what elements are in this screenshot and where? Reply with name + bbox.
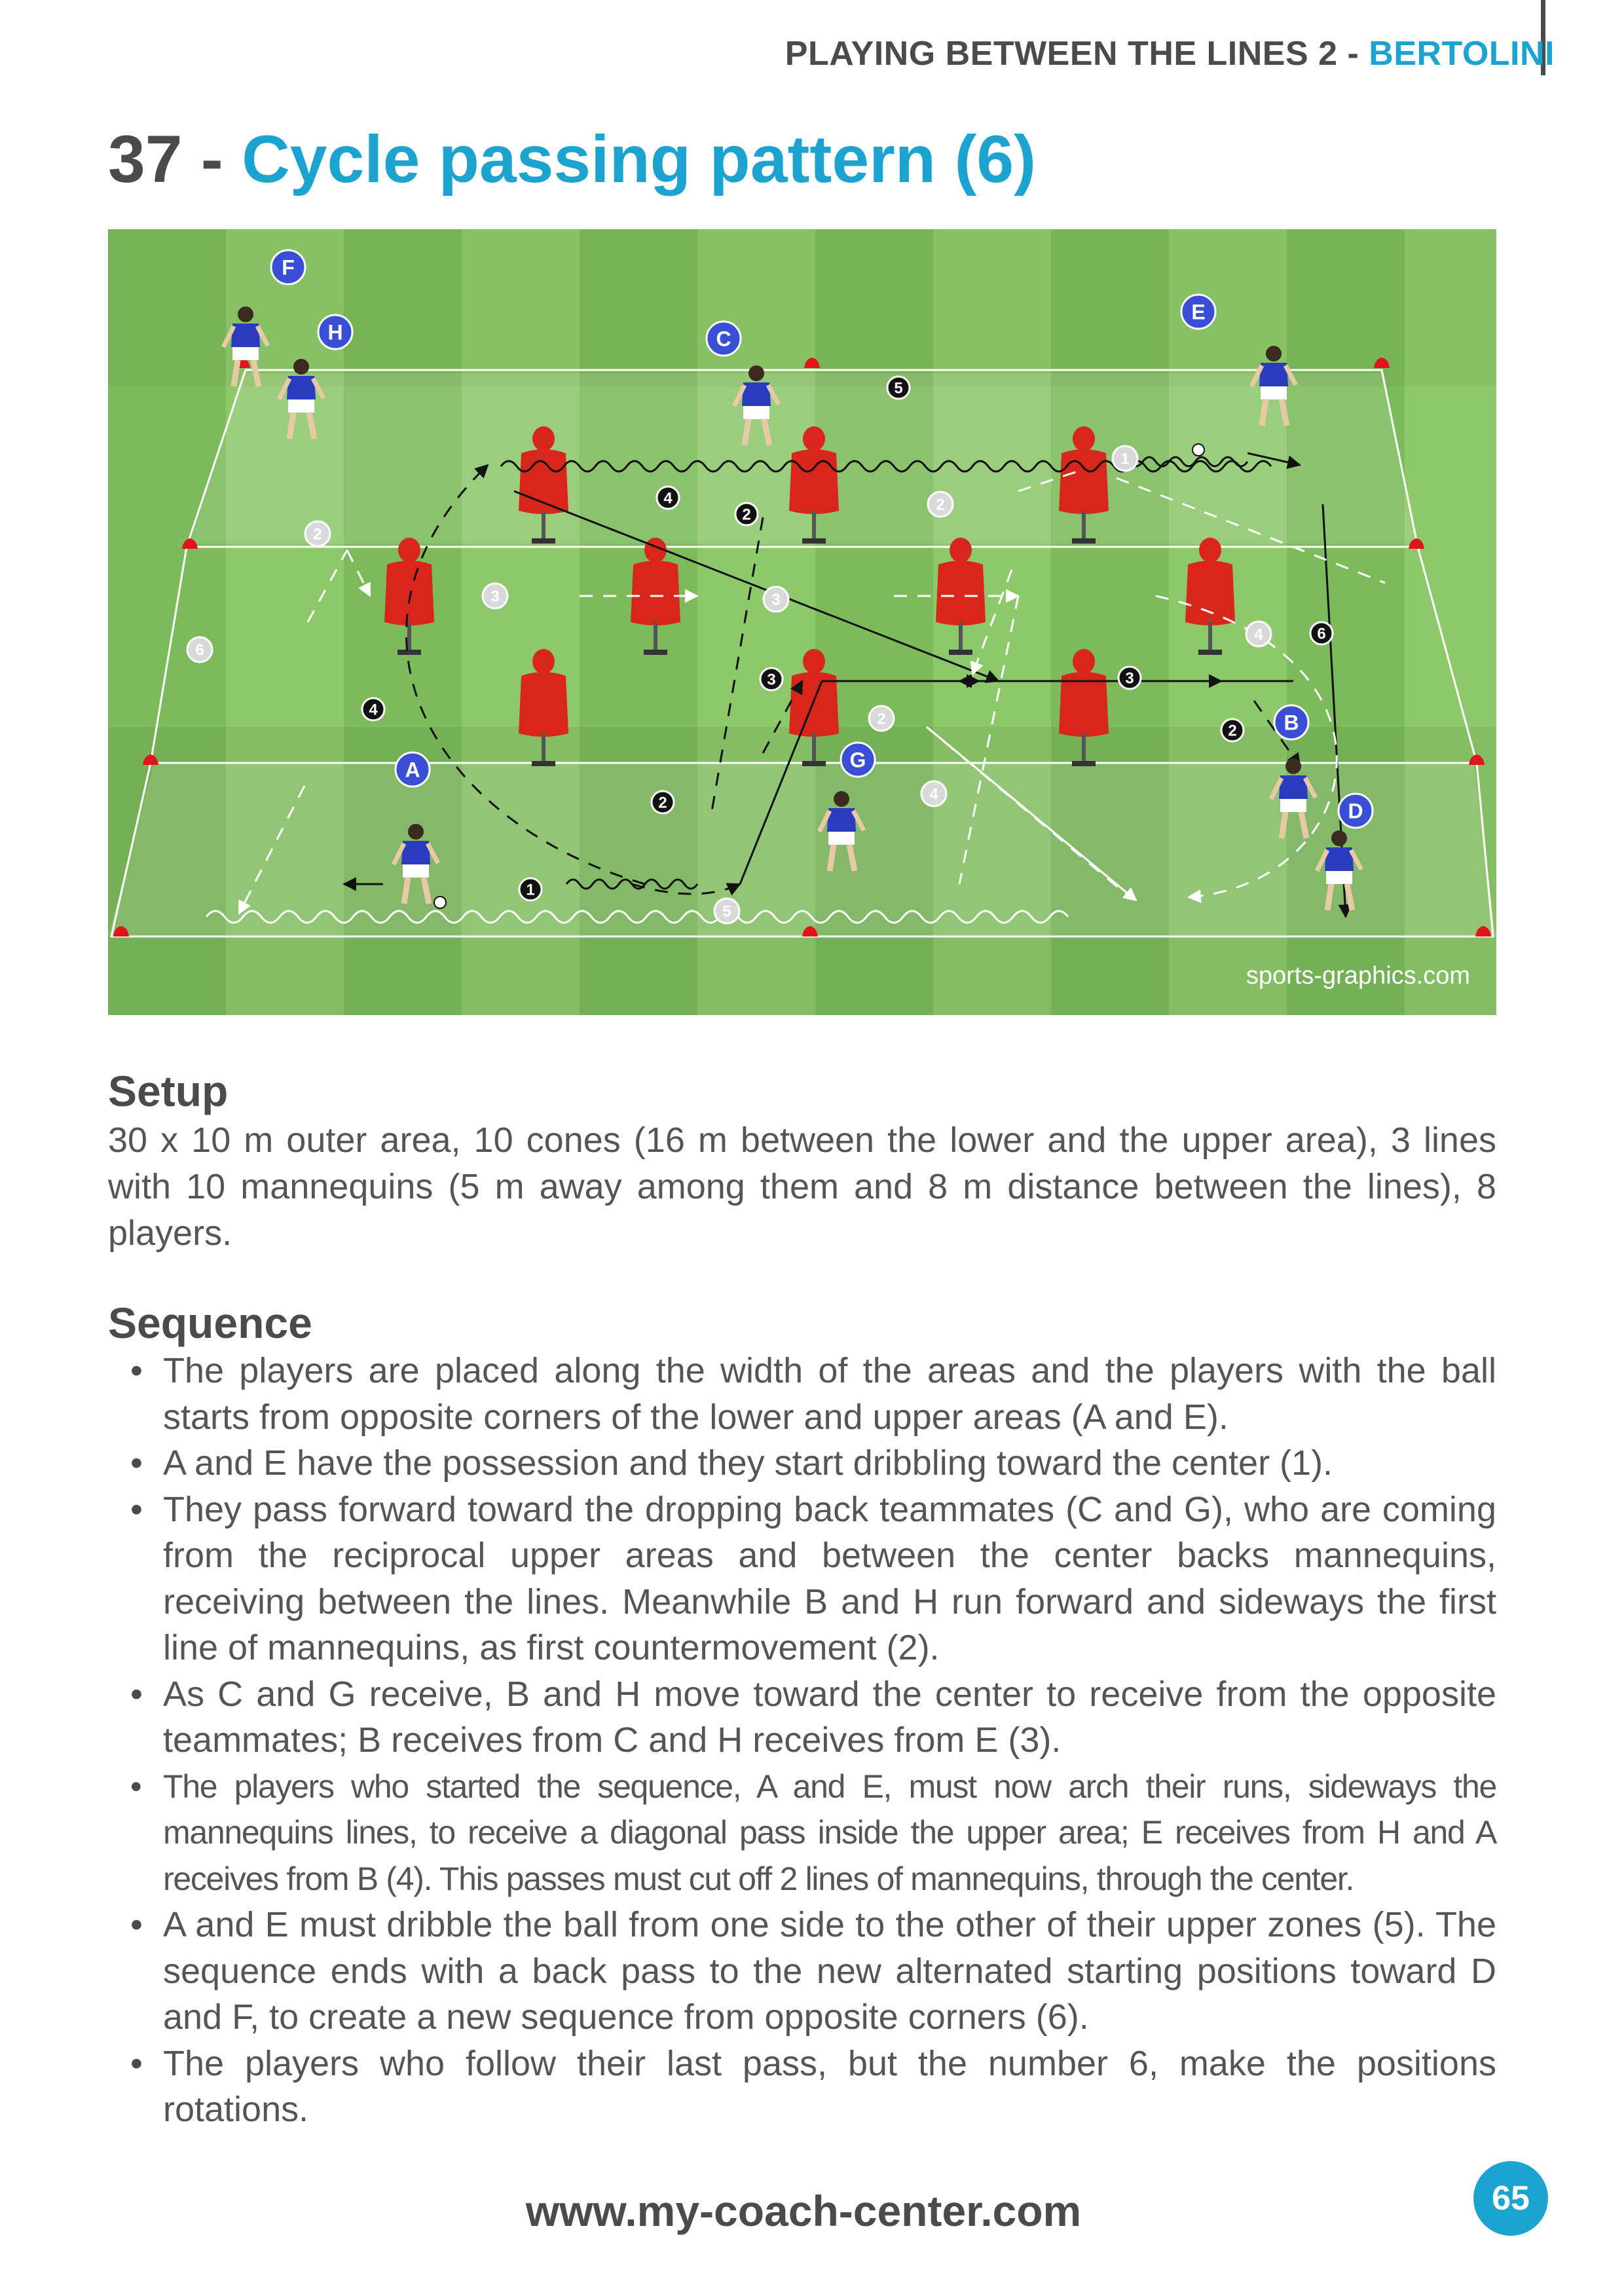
step-number: 5: [886, 375, 911, 400]
svg-text:1: 1: [526, 881, 534, 899]
svg-text:4: 4: [929, 786, 938, 804]
svg-text:2: 2: [877, 711, 885, 728]
step-number-return: 4: [920, 780, 948, 807]
svg-text:F: F: [282, 256, 295, 280]
player-label: A: [394, 751, 431, 788]
step-number-return: 3: [762, 585, 790, 613]
list-item: As C and G receive, B and H move toward …: [108, 1671, 1496, 1764]
list-item: A and E have the possession and they sta…: [108, 1440, 1496, 1487]
svg-text:G: G: [850, 749, 866, 772]
svg-text:3: 3: [767, 671, 775, 689]
player-labels: F H C E A G B D: [270, 249, 1374, 829]
step-number: 2: [1220, 718, 1245, 743]
step-number-return: 5: [713, 897, 741, 925]
sequence-numbers: 5 4 2 6 3 3 4 2 2 1: [361, 375, 1334, 902]
svg-text:4: 4: [1254, 626, 1263, 644]
step-number: 4: [361, 697, 386, 722]
svg-text:5: 5: [894, 380, 902, 398]
step-number-return: 2: [927, 491, 954, 518]
svg-text:H: H: [327, 321, 342, 344]
svg-text:5: 5: [722, 903, 731, 921]
setup-heading: Setup: [108, 1067, 229, 1115]
step-number-return: 1: [1111, 445, 1139, 472]
svg-text:1: 1: [1120, 451, 1129, 468]
step-number: 2: [650, 790, 675, 815]
setup-text: 30 x 10 m outer area, 10 cones (16 m bet…: [108, 1120, 1496, 1253]
grass-stripes: [108, 229, 1405, 1015]
player-label: B: [1273, 704, 1310, 741]
player-label: G: [840, 741, 876, 778]
svg-text:2: 2: [1228, 722, 1236, 740]
list-item: The players who follow their last pass, …: [108, 2041, 1496, 2133]
svg-text:A: A: [405, 758, 420, 782]
drill-number: 37 -: [108, 122, 242, 196]
svg-text:6: 6: [195, 642, 204, 659]
header-author: BERTOLINI: [1369, 35, 1555, 73]
drill-name: Cycle passing pattern (6): [242, 122, 1037, 196]
drill-diagram: F H C E A G B D 5 4 2 6 3 3 4 2 2 1 1 2 2 3 3 6 4 2 4 5 sports-gr…: [108, 229, 1496, 1015]
player-label: E: [1180, 293, 1217, 330]
svg-text:4: 4: [663, 490, 673, 508]
svg-text:3: 3: [490, 588, 499, 606]
step-number-return: 3: [481, 582, 509, 610]
footer-url[interactable]: www.my-coach-center.com: [525, 2187, 1082, 2235]
svg-text:C: C: [716, 327, 731, 351]
svg-text:3: 3: [771, 591, 780, 609]
header-rule: [1541, 0, 1545, 75]
svg-text:6: 6: [1317, 625, 1325, 643]
step-number: 2: [734, 502, 759, 527]
svg-text:E: E: [1191, 301, 1205, 324]
step-number: 3: [759, 667, 784, 692]
svg-text:4: 4: [369, 701, 378, 719]
player-label: F: [270, 249, 306, 286]
list-item: The players who started the sequence, A …: [108, 1764, 1497, 1902]
step-number-return: 6: [186, 636, 213, 663]
sequence-numbers-secondary: 1 2 2 3 3 6 4 2 4 5: [186, 445, 1272, 925]
sequence-heading: Sequence: [108, 1299, 312, 1347]
svg-text:2: 2: [658, 794, 667, 812]
player-label: H: [317, 314, 354, 350]
svg-text:D: D: [1348, 800, 1363, 823]
player-label: C: [705, 320, 742, 357]
svg-text:2: 2: [742, 506, 750, 524]
svg-text:2: 2: [313, 526, 322, 544]
step-number: 1: [518, 877, 543, 902]
page-number: 65: [1492, 2179, 1530, 2217]
list-item: They pass forward toward the dropping ba…: [108, 1487, 1496, 1671]
page-title: 37 - Cycle passing pattern (6): [108, 121, 1036, 198]
svg-text:2: 2: [936, 496, 944, 514]
sequence-list: The players are placed along the width o…: [108, 1348, 1497, 2133]
svg-text:B: B: [1284, 711, 1299, 735]
header-book: PLAYING BETWEEN THE LINES 2 -: [785, 35, 1369, 73]
player-label: D: [1337, 792, 1374, 829]
page-number-badge: 65: [1473, 2161, 1548, 2236]
step-number: 6: [1309, 621, 1334, 646]
list-item: A and E must dribble the ball from one s…: [108, 1902, 1496, 2041]
step-number: 4: [656, 485, 680, 510]
step-number-return: 2: [868, 705, 895, 732]
list-item: The players are placed along the width o…: [108, 1348, 1496, 1440]
step-number-return: 2: [304, 520, 331, 547]
watermark: sports-graphics.com: [1246, 962, 1470, 990]
running-header: PLAYING BETWEEN THE LINES 2 - BERTOLINI: [310, 34, 1555, 73]
svg-text:3: 3: [1125, 670, 1134, 688]
step-number-return: 4: [1245, 620, 1272, 648]
step-number: 3: [1117, 665, 1142, 690]
